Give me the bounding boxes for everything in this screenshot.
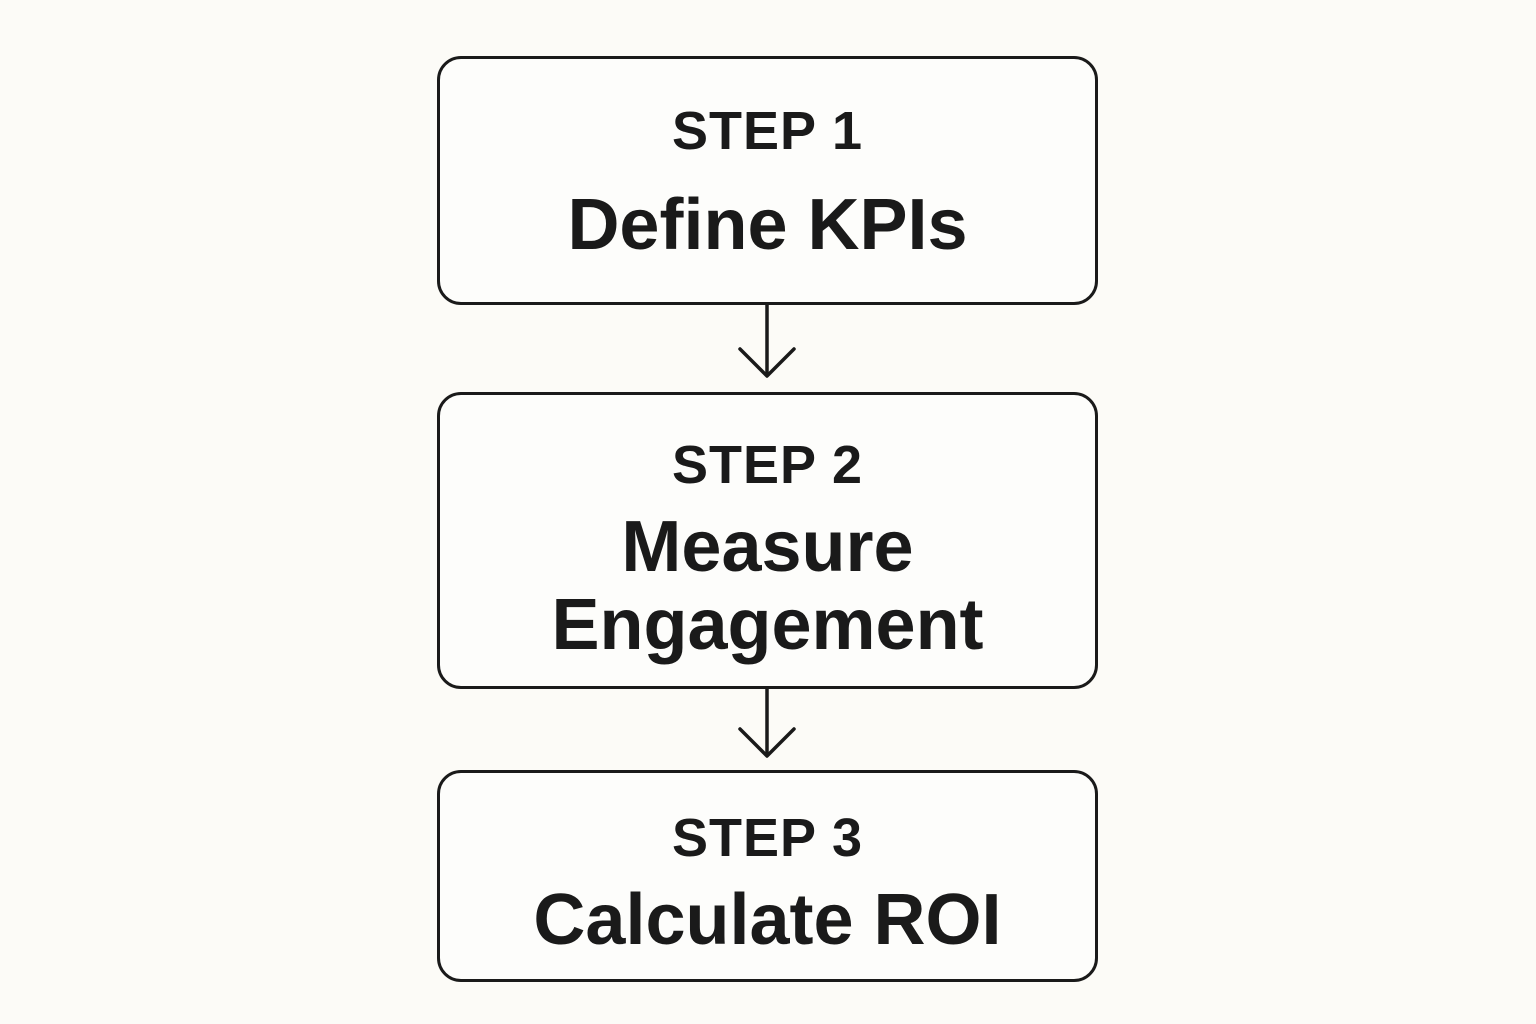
step-2-title-line-1: Measure: [621, 507, 914, 587]
step-3-title: Calculate ROI: [533, 880, 1002, 960]
step-3-label: STEP 3: [671, 808, 864, 868]
step-2-label: STEP 2: [671, 435, 864, 495]
step-1-box: STEP 1 Define KPIs: [437, 56, 1098, 305]
step-1-title: Define KPIs: [567, 185, 968, 265]
step-3-box: STEP 3 Calculate ROI: [437, 770, 1098, 982]
step-1-label: STEP 1: [671, 101, 864, 161]
step-2-box: STEP 2 Measure Engagement: [437, 392, 1098, 689]
arrow-down-icon: [738, 687, 796, 758]
arrow-down-icon: [738, 303, 796, 378]
step-2-title-line-2: Engagement: [551, 585, 984, 665]
